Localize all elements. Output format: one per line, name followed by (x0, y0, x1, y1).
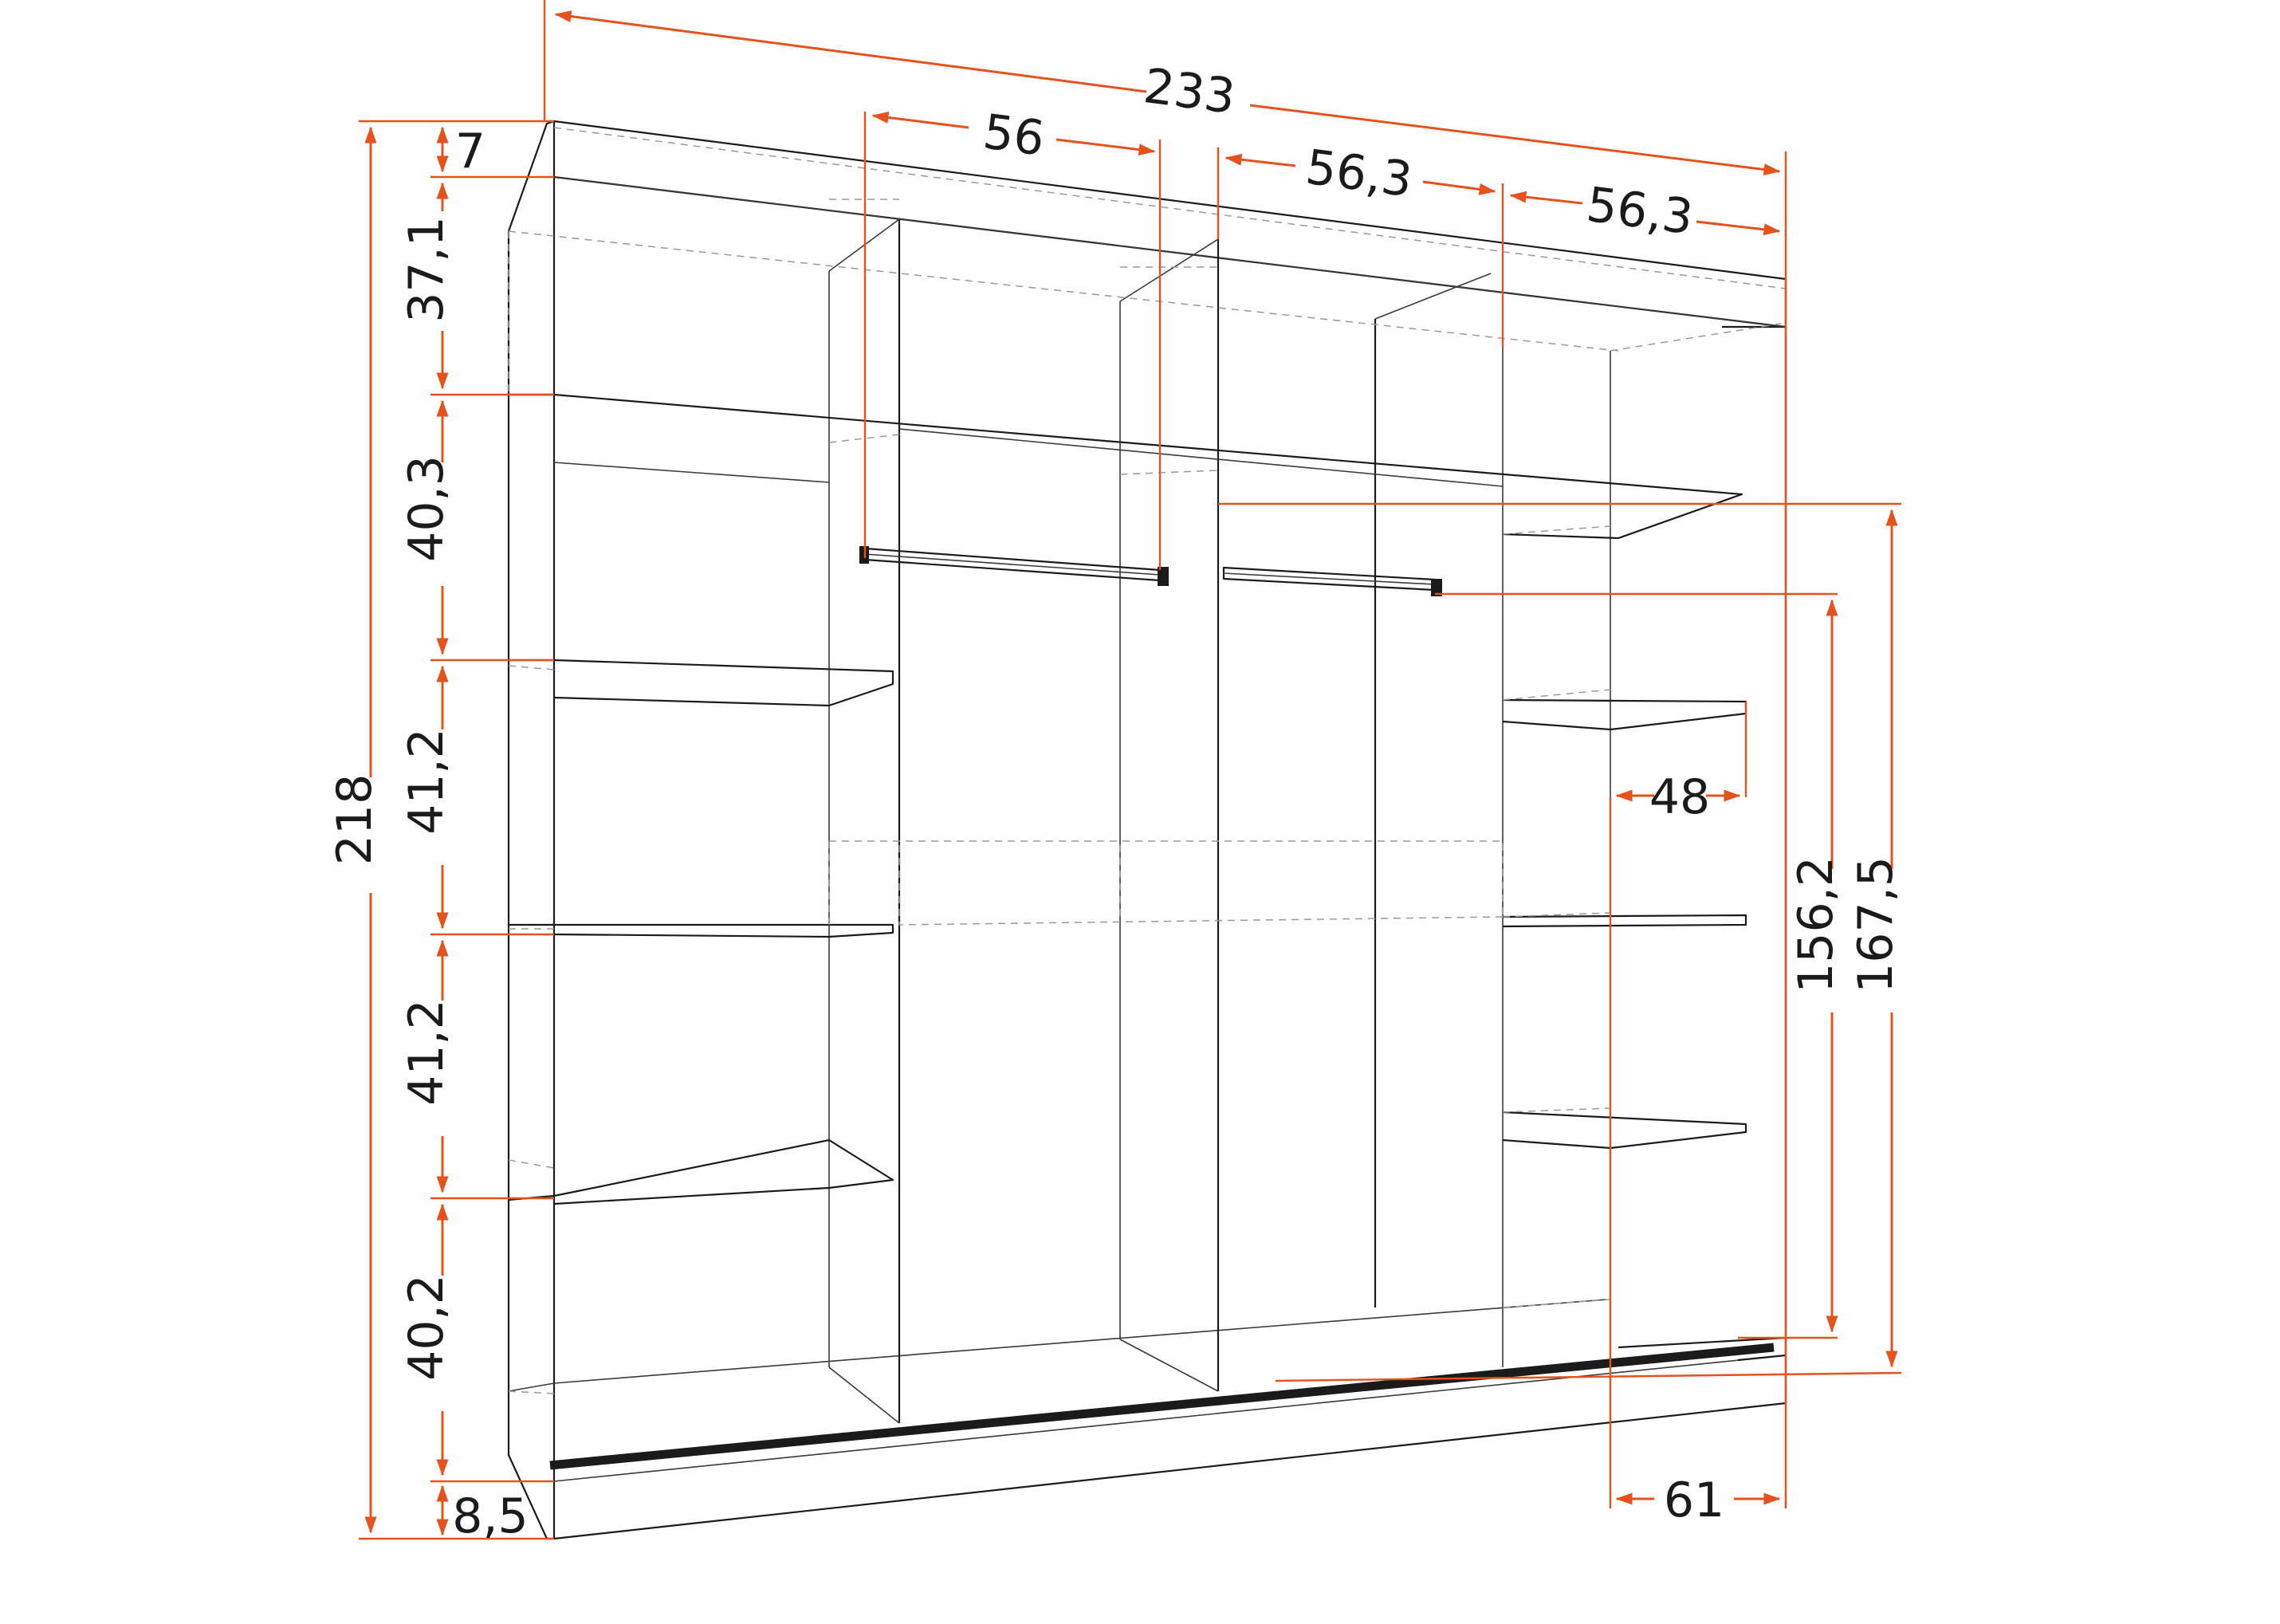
hanging-rod-right (1222, 566, 1442, 596)
label-left-height-3: 41,2 (399, 728, 454, 835)
label-shelf-depth: 48 (1649, 769, 1710, 825)
label-section-width-3: 56,3 (1583, 177, 1696, 246)
hanging-rod-left (859, 546, 1169, 586)
label-depth: 61 (1664, 1473, 1724, 1528)
label-left-height-5: 40,2 (399, 1274, 454, 1381)
extension-lines (359, 0, 1902, 1540)
label-section-width-1: 56 (980, 104, 1048, 167)
label-top-panel: 7 (455, 124, 485, 179)
label-left-height-2: 40,3 (399, 455, 454, 562)
label-section-width-2: 56,3 (1303, 140, 1415, 209)
dimensions: 233 56 56,3 56,3 7 37,1 40,3 41,2 41,2 4… (327, 10, 1904, 1544)
label-plinth: 8,5 (452, 1488, 528, 1544)
hidden-lines (508, 127, 1787, 1403)
label-left-height-1: 37,1 (399, 216, 454, 323)
label-upper-rod-height: 167,5 (1848, 856, 1904, 993)
dim-line-total-width (554, 10, 1147, 93)
label-total-height: 218 (327, 774, 383, 866)
label-rod-height: 156,2 (1788, 856, 1844, 993)
label-total-width: 233 (1141, 58, 1239, 125)
label-left-height-4: 41,2 (399, 999, 454, 1106)
wardrobe-body (507, 120, 1787, 1540)
